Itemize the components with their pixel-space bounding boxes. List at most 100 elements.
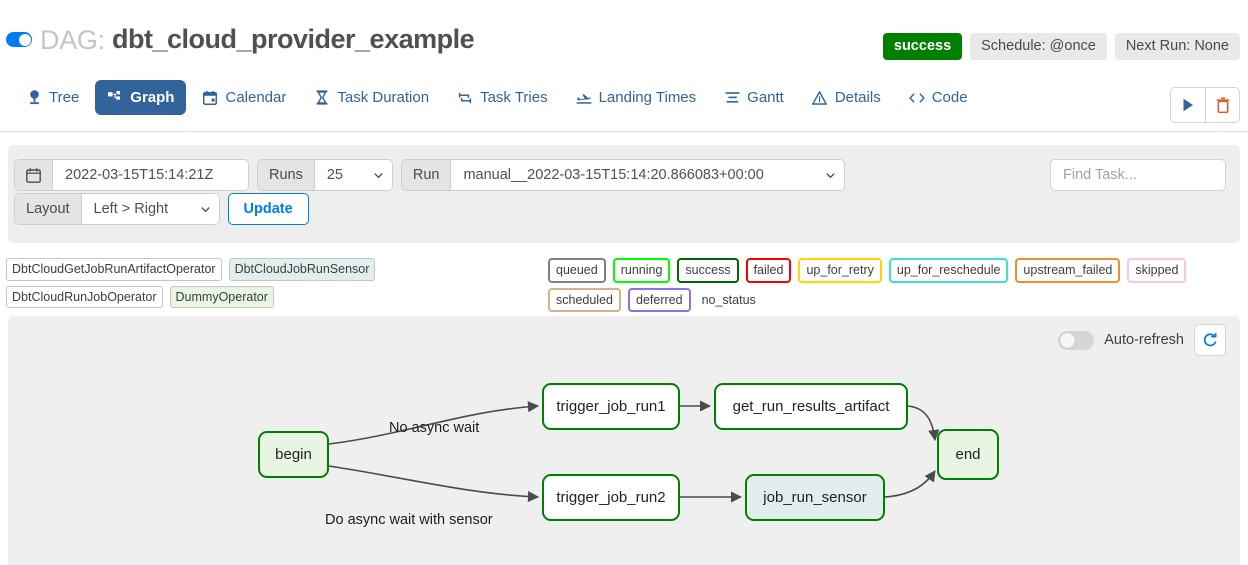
runs-group: Runs 25 [257, 159, 393, 191]
legend-status-chip: running [612, 258, 671, 283]
chevron-down-icon [374, 171, 383, 180]
tab-details[interactable]: Details [800, 80, 893, 115]
run-select[interactable]: manual__2022-03-15T15:14:20.866083+00:00 [451, 159, 846, 191]
auto-refresh-toggle[interactable] [1058, 330, 1095, 350]
layout-select-value: Left > Right [93, 201, 169, 217]
dag-nav-bar: Tree Graph Calendar Task Duration [0, 80, 1248, 132]
legend-status-chip: deferred [628, 287, 691, 312]
graph-canvas[interactable]: Auto-refresh [8, 316, 1240, 565]
dag-controls-bar: 2022-03-15T15:14:21Z Runs 25 Run manual_… [8, 145, 1240, 243]
operator-legend: DbtCloudGetJobRunArtifactOperator DbtClo… [6, 258, 536, 308]
legend-operator-chip: DbtCloudRunJobOperator [6, 285, 163, 308]
layout-select[interactable]: Left > Right [81, 193, 220, 225]
trash-icon [1216, 97, 1229, 113]
edge-label-do-async-wait-with-sensor: Do async wait with sensor [325, 512, 493, 528]
toggle-knob [1060, 332, 1076, 348]
refresh-icon [1203, 332, 1217, 347]
tab-task-duration[interactable]: Task Duration [302, 80, 441, 115]
layout-label: Layout [14, 193, 82, 225]
tab-label: Landing Times [598, 89, 697, 106]
status-badge: success [882, 33, 963, 60]
tab-list: Tree Graph Calendar Task Duration [14, 80, 980, 115]
tab-label: Calendar [225, 89, 287, 106]
legend-status-chip: scheduled [548, 287, 621, 312]
tab-landing-times[interactable]: Landing Times [564, 80, 709, 115]
graph-node-job-run-sensor[interactable]: job_run_sensor [745, 474, 885, 521]
graph-node-get-run-results-artifact[interactable]: get_run_results_artifact [714, 383, 908, 430]
legend-operator-chip: DbtCloudJobRunSensor [228, 258, 376, 281]
chevron-down-icon [200, 205, 210, 214]
layout-group: Layout Left > Right [14, 193, 220, 225]
tab-tree[interactable]: Tree [14, 80, 91, 115]
dag-label: DAG: [40, 25, 105, 55]
toggle-knob [18, 33, 31, 46]
legend-status-chip: success [677, 258, 739, 283]
legend-status-chip: upstream_failed [1015, 258, 1121, 283]
tab-graph[interactable]: Graph [95, 80, 187, 115]
dag-graph: begin trigger_job_run1 get_run_results_a… [8, 316, 1240, 565]
controls-row-layout: Layout Left > Right Update [14, 193, 309, 225]
legend-status-chip: failed [745, 258, 792, 283]
tab-label: Code [931, 89, 968, 106]
status-legend: queued running success failed up_for_ret… [548, 258, 1244, 312]
delete-dag-button[interactable] [1205, 88, 1239, 122]
hourglass-icon [314, 90, 330, 106]
graph-edges [328, 400, 940, 503]
run-select-value: manual__2022-03-15T15:14:20.866083+00:00 [463, 167, 764, 183]
chevron-down-icon [826, 171, 836, 180]
graph-node-begin[interactable]: begin [258, 431, 329, 478]
sitemap-icon [107, 90, 123, 106]
tab-label: Task Duration [337, 89, 430, 106]
legend-status-chip: up_for_retry [798, 258, 882, 283]
auto-refresh-label: Auto-refresh [1104, 332, 1184, 348]
legend-status-chip: skipped [1127, 258, 1187, 283]
auto-refresh-controls: Auto-refresh [1058, 324, 1226, 356]
graph-node-trigger-job-run1[interactable]: trigger_job_run1 [542, 383, 680, 430]
edge-label-no-async-wait: No async wait [389, 420, 480, 436]
tab-gantt[interactable]: Gantt [712, 80, 796, 115]
page-title: dbt_cloud_provider_example [112, 24, 475, 54]
dag-pause-toggle[interactable] [6, 32, 32, 47]
refresh-button[interactable] [1194, 324, 1226, 356]
run-group: Run manual__2022-03-15T15:14:20.866083+0… [400, 159, 846, 191]
execution-date-group: 2022-03-15T15:14:21Z [14, 159, 249, 191]
edge-begin-to-trigger2 [328, 465, 540, 503]
calendar-icon[interactable] [14, 159, 53, 191]
node-label: trigger_job_run1 [556, 398, 666, 415]
trigger-dag-button[interactable] [1171, 88, 1205, 122]
execution-date-input[interactable]: 2022-03-15T15:14:21Z [53, 159, 249, 191]
tab-task-tries[interactable]: Task Tries [445, 80, 560, 115]
node-label: begin [275, 446, 312, 463]
tab-label: Details [834, 89, 881, 106]
tree-icon [26, 90, 42, 106]
node-label: end [955, 446, 981, 463]
find-task-input[interactable]: Find Task... [1050, 159, 1226, 191]
tab-calendar[interactable]: Calendar [190, 80, 298, 115]
node-label: job_run_sensor [763, 489, 867, 506]
edge-artifact-to-end [907, 405, 940, 442]
graph-node-trigger-job-run2[interactable]: trigger_job_run2 [542, 474, 680, 521]
graph-node-end[interactable]: end [937, 429, 999, 480]
play-icon [1183, 98, 1193, 112]
runs-select[interactable]: 25 [314, 159, 393, 191]
tab-label: Graph [130, 89, 175, 106]
controls-row-primary: 2022-03-15T15:14:21Z Runs 25 Run manual_… [14, 159, 846, 191]
legend-operator-chip: DummyOperator [169, 285, 274, 308]
update-button[interactable]: Update [227, 193, 309, 225]
edge-sensor-to-end [884, 470, 936, 498]
legend-status-chip: up_for_reschedule [888, 258, 1009, 283]
dag-action-buttons [1170, 87, 1240, 123]
node-label: trigger_job_run2 [556, 489, 666, 506]
node-label: get_run_results_artifact [732, 398, 890, 415]
tab-label: Tree [49, 89, 80, 106]
tab-code[interactable]: Code [897, 80, 980, 115]
page-header: DAG: dbt_cloud_provider_example success … [0, 14, 1248, 64]
legend-status-chip: queued [548, 258, 606, 283]
legend-status-chip: no_status [697, 287, 764, 312]
header-badges: success Schedule: @once Next Run: None [882, 33, 1240, 60]
run-label: Run [400, 159, 452, 191]
legend-area: DbtCloudGetJobRunArtifactOperator DbtClo… [0, 258, 1248, 312]
legend-operator-chip: DbtCloudGetJobRunArtifactOperator [6, 258, 222, 281]
calendar-icon [202, 90, 218, 106]
